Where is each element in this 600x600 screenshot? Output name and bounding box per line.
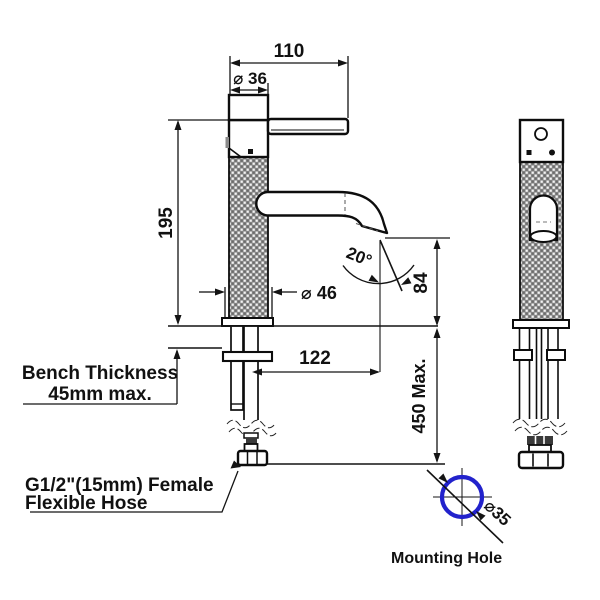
mounting-hole-circle (439, 474, 485, 520)
handle-lever (266, 117, 350, 136)
dim-outlet-height: 84 (385, 237, 450, 326)
mounting-hole-detail: ⌀35 Mounting Hole (391, 468, 515, 567)
side-connector-dark (527, 436, 553, 445)
spout (255, 190, 389, 235)
dim-36-text: ⌀ 36 (233, 69, 267, 88)
base-plate (221, 317, 274, 327)
dim-35-text: ⌀35 (480, 496, 514, 530)
dim-110-text: 110 (274, 41, 305, 62)
break-mask (238, 420, 262, 432)
dim-spout-reach-top: 110 (229, 41, 349, 118)
callout-bench-thickness: Bench Thickness 45mm max. (22, 349, 181, 405)
dim-84-text: 84 (411, 272, 432, 294)
side-spout-front (528, 194, 559, 242)
callout-flexible-hose: G1/2"(15mm) Female Flexible Hose (25, 460, 241, 514)
dim-46-text: ⌀ 46 (301, 283, 337, 303)
mounting-hole-label: Mounting Hole (391, 550, 502, 567)
dim-outlet-reach: 122 (252, 348, 380, 376)
faucet-body-knurled (228, 156, 269, 319)
side-break-line-1 (512, 418, 566, 428)
side-rods (518, 328, 559, 421)
handle-cap (227, 93, 270, 122)
housing-tab (225, 137, 229, 148)
dim-max-hose-length: 450 Max. (409, 328, 441, 463)
dim-body-diameter: ⌀ 46 (199, 283, 337, 303)
mounting-washer (221, 350, 274, 363)
side-cap-dot-left (526, 150, 532, 155)
hose-tube (243, 325, 259, 423)
bench-thickness-label-1: Bench Thickness (22, 363, 178, 384)
front-view (221, 93, 389, 467)
housing-dot (248, 149, 253, 154)
dim-top-diameter: ⌀ 36 (230, 69, 269, 94)
dim-122-text: 122 (299, 348, 331, 369)
housing-chamfer (228, 147, 242, 158)
side-lever-end (534, 127, 548, 141)
reference-lines (168, 325, 445, 465)
dim-195-text: 195 (156, 207, 177, 239)
side-handle-cap (518, 118, 565, 164)
hose-stub (243, 432, 259, 439)
side-break-line-2 (514, 426, 568, 436)
dim-20deg-text: 20° (344, 243, 375, 270)
dim-spout-angle: 20° (342, 239, 415, 372)
hose-label-1: G1/2"(15mm) Female (25, 475, 214, 496)
side-cap-dot-right (549, 149, 555, 156)
side-hex-nut (517, 450, 565, 470)
side-base-plate (512, 319, 570, 329)
side-washer-right (546, 349, 566, 361)
dim-height-to-handle: 195 (156, 119, 228, 325)
hose-label-2: Flexible Hose (25, 493, 148, 514)
side-view (512, 118, 570, 470)
bench-thickness-label-2: 45mm max. (48, 384, 152, 405)
dim-450max-text: 450 Max. (409, 358, 429, 433)
mounting-rod (230, 325, 244, 411)
hex-nut (236, 449, 269, 467)
hose-connector-dark (246, 438, 257, 445)
spout-tip-dash (355, 223, 379, 232)
side-spout-outlet (529, 230, 558, 243)
side-washer-left (513, 349, 533, 361)
